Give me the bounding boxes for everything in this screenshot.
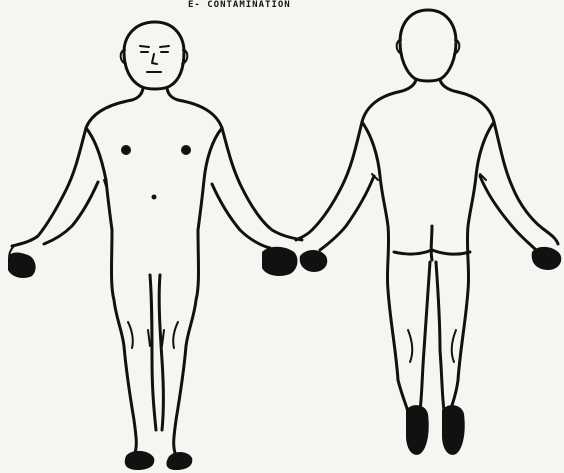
human-body-back-icon [296,10,561,455]
human-body-front-icon [8,22,302,470]
